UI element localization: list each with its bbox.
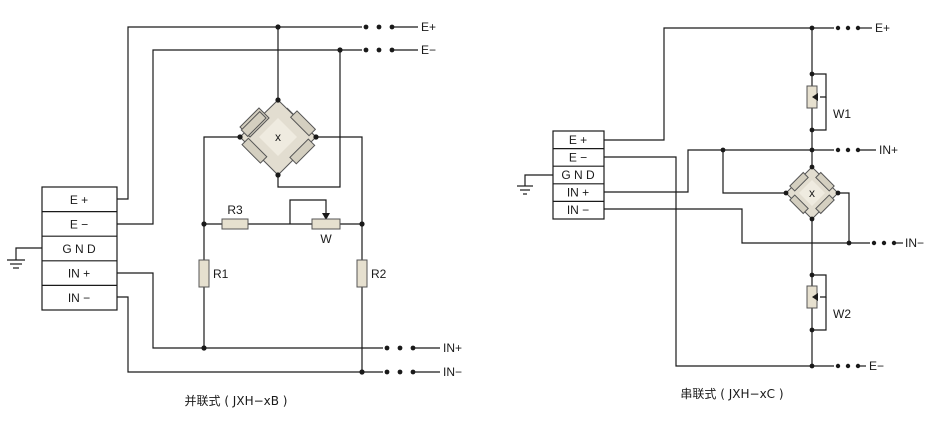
e-plus-wire-right [604,27,834,141]
w1-wiper-arrow-icon [812,93,818,101]
right-terminal-block: E + E − G N D IN + IN − [552,130,605,220]
output-in-minus-label: IN− [443,365,462,379]
resistor-r2 [356,259,368,288]
potentiometer-w [311,218,341,230]
series-caption: 串联式 ( JXH−xC ) [680,387,783,401]
output-e-minus-label: E− [421,43,436,57]
e-minus-wire [117,49,362,225]
parallel-schematic: E + E − G N D IN + IN − [7,20,462,408]
w-wiper-arrow-icon [322,213,330,220]
output-in-minus: IN− [384,365,462,379]
terminal-e-plus-right: E + [569,133,587,147]
output-in-plus-label-right: IN+ [879,143,898,157]
bridge-left-wire-right [722,150,786,194]
output-in-plus: IN+ [384,341,462,355]
w2-wiper-wire [812,274,827,298]
bridge-bottom-wire [277,50,341,188]
ground-icon [7,247,42,269]
output-in-plus-label: IN+ [443,341,462,355]
w2-wiper-arrow-icon [812,293,818,301]
output-e-minus-label-right: E− [869,359,884,373]
terminal-e-minus: E − [70,218,88,232]
terminal-block-frame-right [552,130,605,220]
parallel-caption: 并联式 ( JXH−xB ) [185,394,288,408]
ground-icon-right [517,174,553,195]
terminal-gnd: G N D [62,242,96,256]
output-e-plus-right: E+ [835,21,890,35]
resistor-r3-label: R3 [227,203,243,217]
e-plus-wire [117,26,362,200]
w1-wiper-wire [812,73,827,98]
bridge-sensor-x: x [239,99,317,176]
terminal-block-frame [41,186,118,311]
terminal-e-plus: E + [70,193,88,207]
resistor-r1-label: R1 [213,267,229,281]
in-plus-wire [117,272,383,349]
bridge-right-wire-right [838,192,850,243]
bridge-right-wire [316,136,363,372]
output-e-minus: E− [363,43,436,57]
bridge-x-label: x [275,130,281,144]
terminal-in-minus-right: IN − [567,203,589,217]
resistor-r2-label: R2 [371,267,387,281]
resistor-r3 [221,218,249,230]
output-e-plus: E+ [363,20,436,34]
w-wiper-wire [289,199,327,224]
resistor-r1 [198,259,210,288]
output-in-plus-right: IN+ [835,143,898,157]
terminal-in-plus: IN + [68,267,90,281]
in-minus-wire [117,296,383,373]
in-minus-wire-right [604,208,870,244]
output-in-minus-label-right: IN− [905,236,924,250]
terminal-gnd-right: G N D [561,168,595,182]
series-schematic: E + E − G N D IN + IN − [517,21,924,401]
potentiometer-w2-label: W2 [833,307,851,321]
terminal-in-plus-right: IN + [567,186,589,200]
output-e-plus-label: E+ [421,20,436,34]
bridge-x-label-right: x [809,186,815,200]
terminal-in-minus: IN − [68,291,90,305]
output-e-plus-label-right: E+ [875,21,890,35]
output-in-minus-right: IN− [871,236,924,250]
bridge-left-wire [203,136,240,348]
terminal-e-minus-right: E − [569,151,587,165]
potentiometer-w-label: W [320,232,332,246]
left-terminal-block: E + E − G N D IN + IN − [41,186,118,311]
in-plus-wire-right [604,149,834,193]
potentiometer-w1-label: W1 [833,107,851,121]
e-minus-wire-right [604,156,834,367]
output-e-minus-right: E− [835,359,884,373]
bridge-sensor-x-right: x [785,166,839,220]
